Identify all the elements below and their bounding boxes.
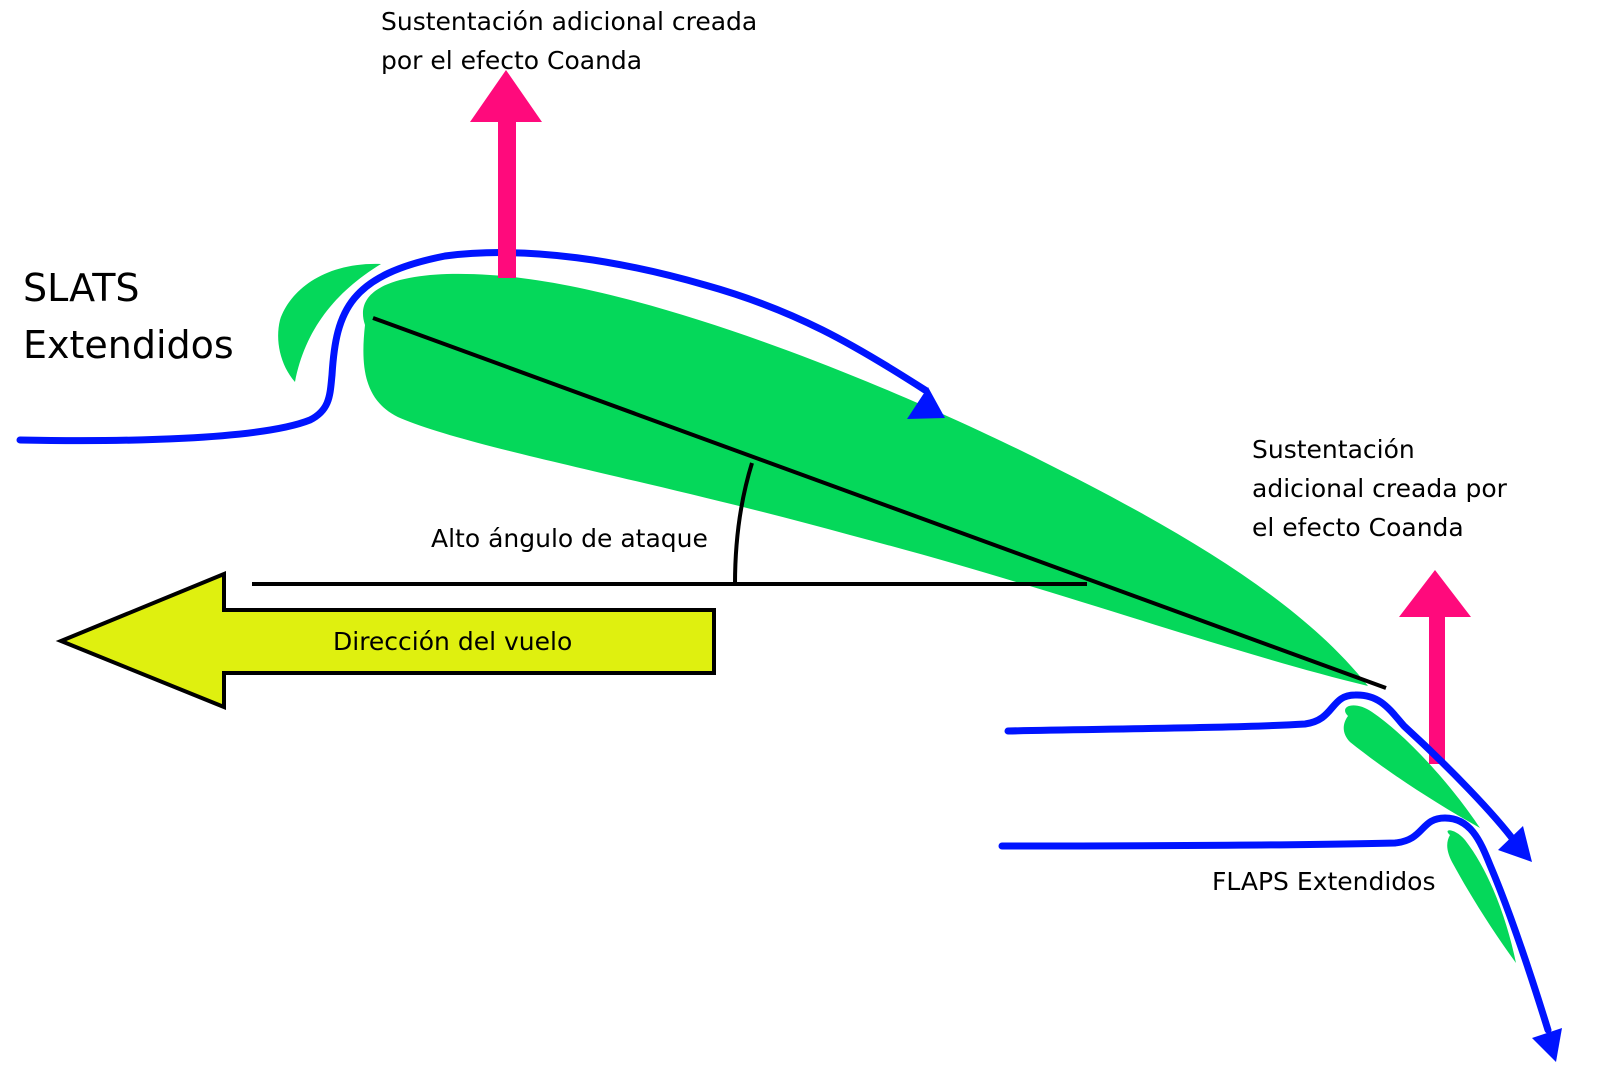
flap-lower bbox=[1447, 830, 1516, 963]
lift-label-top-line-2: por el efecto Coanda bbox=[381, 46, 643, 75]
lift-arrow-top bbox=[470, 70, 542, 278]
lift-arrow-right bbox=[1399, 570, 1471, 764]
lift-label-top-line-1: Sustentación adicional creada bbox=[381, 7, 758, 36]
lift-label-top: Sustentación adicional creada por el efe… bbox=[381, 2, 757, 80]
flight-direction-label: Dirección del vuelo bbox=[333, 627, 573, 656]
flight-direction-arrow bbox=[55, 571, 716, 710]
flap-upper bbox=[1343, 705, 1480, 828]
flap-airflow-line-upper bbox=[1004, 691, 1519, 846]
slats-label: SLATS Extendidos bbox=[23, 260, 234, 374]
lift-label-right-line-3: el efecto Coanda bbox=[1252, 513, 1464, 542]
leading-edge-slat bbox=[278, 263, 381, 382]
upper-airflow-arrowhead bbox=[907, 387, 945, 419]
flaps-label: FLAPS Extendidos bbox=[1212, 867, 1436, 896]
flap-airflow-line-lower bbox=[998, 814, 1552, 1034]
angle-of-attack-label: Alto ángulo de ataque bbox=[431, 524, 708, 553]
slats-label-line-2: Extendidos bbox=[23, 323, 234, 367]
angle-of-attack-arc bbox=[733, 462, 754, 585]
flap-airflow-arrowhead-lower bbox=[1532, 1028, 1562, 1062]
slats-label-line-1: SLATS bbox=[23, 266, 140, 310]
lift-label-right-line-1: Sustentación bbox=[1252, 435, 1415, 464]
lift-label-right: Sustentación adicional creada por el efe… bbox=[1252, 430, 1507, 547]
flap-airflow-arrowhead-upper bbox=[1498, 826, 1532, 862]
upper-airflow-line bbox=[16, 249, 929, 445]
lift-label-right-line-2: adicional creada por bbox=[1252, 474, 1507, 503]
chord-line bbox=[372, 316, 1387, 690]
main-wing-airfoil bbox=[362, 273, 1369, 686]
